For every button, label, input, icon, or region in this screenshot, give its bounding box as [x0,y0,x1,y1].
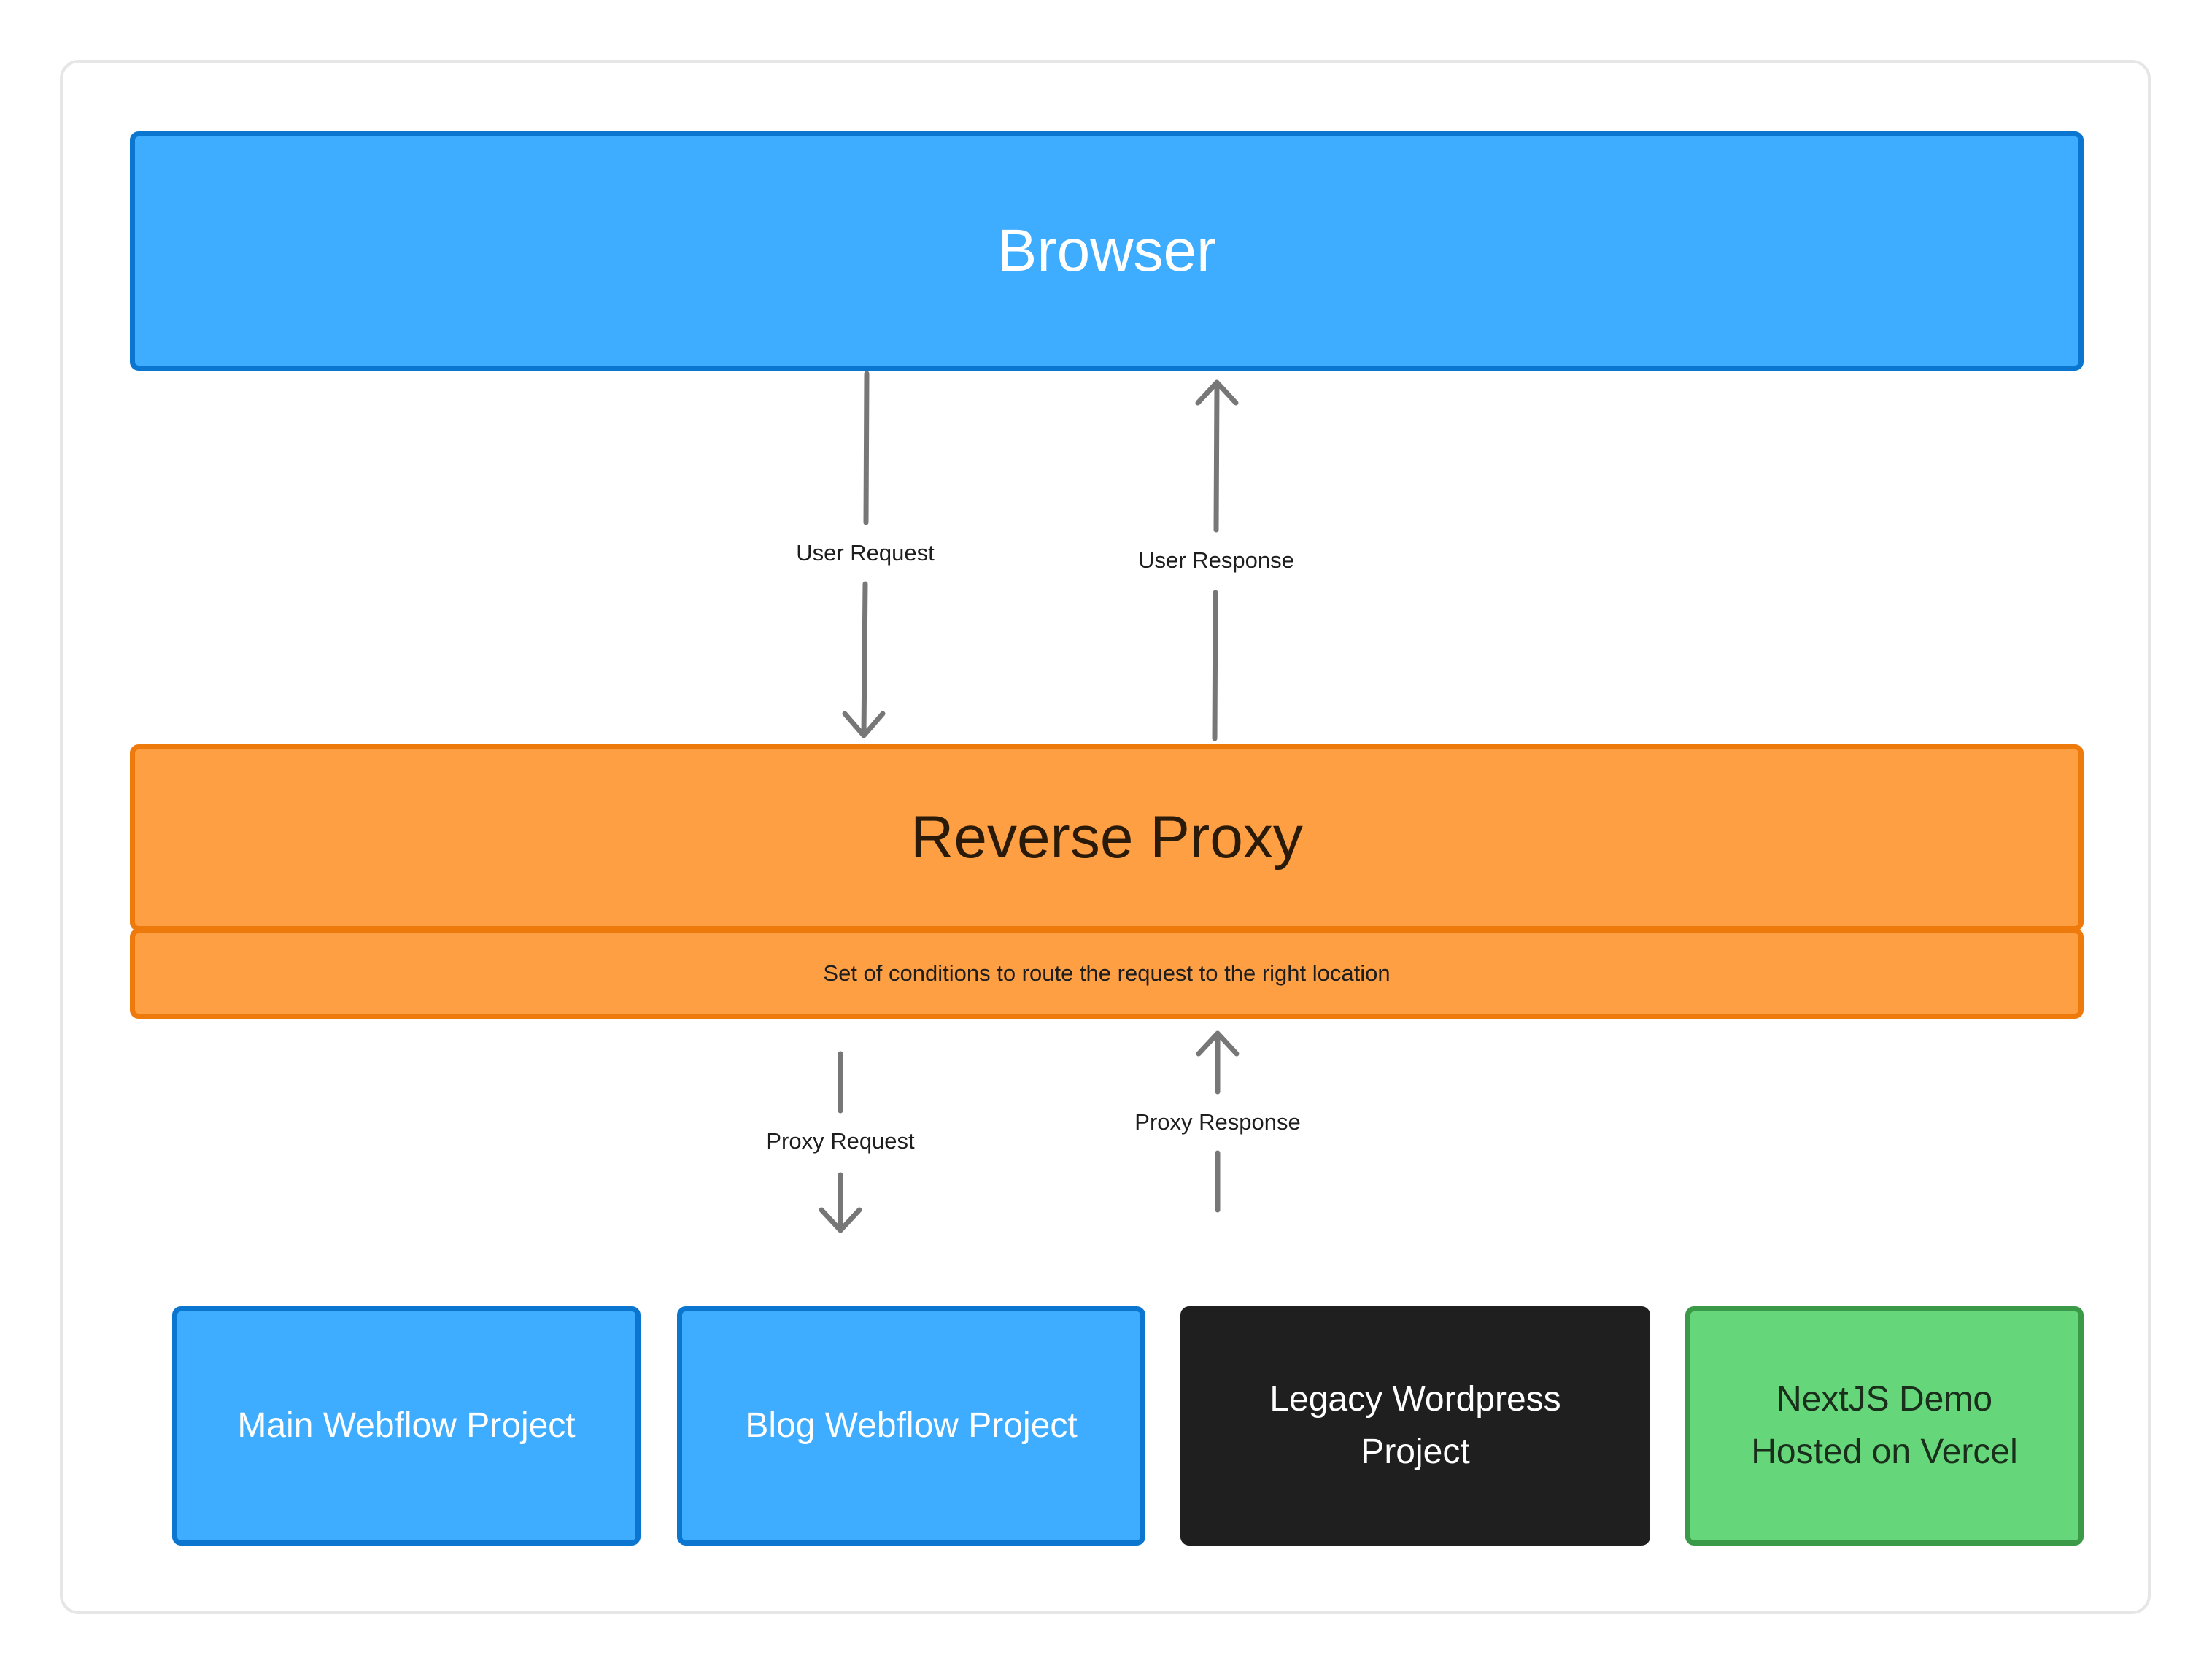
user-response-arrow [1195,379,1239,741]
user-request-arrow [842,371,886,738]
proxy-response-label: Proxy Response [1134,1109,1301,1135]
proxy-request-label: Proxy Request [766,1128,915,1154]
nextjs-demo-label: NextJS Demo Hosted on Vercel [1751,1380,2018,1471]
legacy-wordpress-project-node: Legacy Wordpress Project [1180,1306,1650,1546]
proxy-conditions-node: Set of conditions to route the request t… [130,928,2084,1019]
user-response-label: User Response [1138,547,1294,573]
nextjs-demo-node: NextJS Demo Hosted on Vercel [1685,1306,2084,1546]
legacy-wordpress-project-label: Legacy Wordpress Project [1269,1380,1561,1471]
user-request-label: User Request [796,540,935,566]
reverse-proxy-node: Reverse Proxy [130,744,2084,931]
browser-node: Browser [130,131,2084,371]
blog-webflow-project-node: Blog Webflow Project [677,1306,1145,1546]
main-webflow-project-node: Main Webflow Project [172,1306,641,1546]
proxy-response-arrow [1196,1030,1240,1213]
browser-label: Browser [997,217,1217,284]
proxy-request-arrow [819,1051,862,1233]
main-webflow-project-label: Main Webflow Project [237,1406,576,1445]
proxy-conditions-label: Set of conditions to route the request t… [823,960,1391,986]
blog-webflow-project-label: Blog Webflow Project [745,1406,1078,1445]
reverse-proxy-label: Reverse Proxy [910,804,1303,871]
